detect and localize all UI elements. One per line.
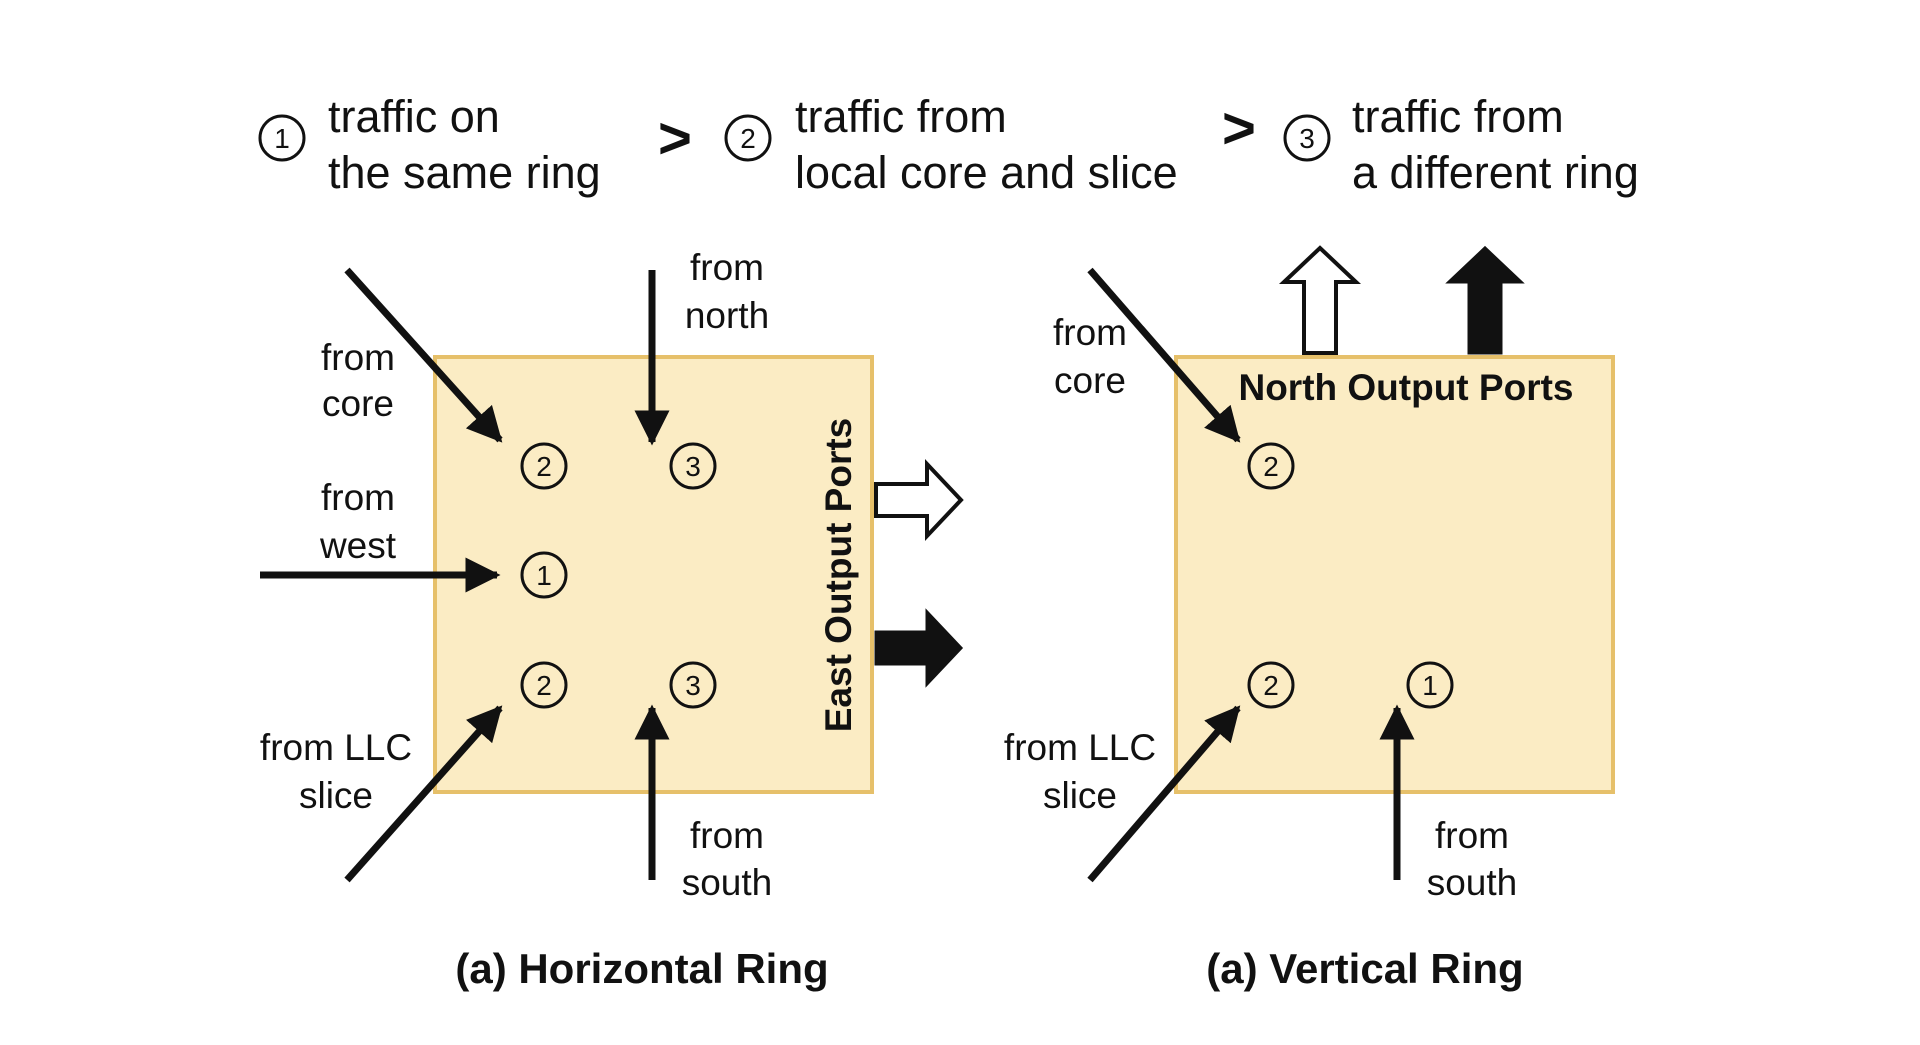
- node-core-number: 2: [536, 451, 552, 482]
- v-node-south: [1406, 661, 1454, 709]
- node-north-number: 3: [685, 451, 701, 482]
- v-node-llc-number: 2: [1263, 670, 1279, 701]
- legend-circle-2: [724, 114, 772, 162]
- v-label-from-south-a: from: [1435, 815, 1509, 856]
- v-label-from-south-b: south: [1427, 862, 1518, 903]
- legend: 1 traffic on the same ring > 2 traffic f…: [258, 91, 1639, 198]
- label-from-north-b: north: [685, 295, 769, 336]
- v-node-core-number: 2: [1263, 451, 1279, 482]
- label-from-north-a: from: [690, 247, 764, 288]
- horizontal-ring: East Output Ports 2 3 1 2 3 from core fr…: [260, 247, 964, 992]
- v-node-core: [1247, 442, 1295, 490]
- north-output-ports-label: North Output Ports: [1238, 367, 1573, 408]
- node-south: [669, 661, 717, 709]
- north-hollow-arrow-icon: [1278, 245, 1362, 355]
- node-north: [669, 442, 717, 490]
- legend-circle-3: [1283, 114, 1331, 162]
- node-core: [520, 442, 568, 490]
- node-llc: [520, 661, 568, 709]
- v-label-from-core-a: from: [1053, 312, 1127, 353]
- v-arrow-from-core: [1087, 267, 1241, 443]
- east-solid-arrow-icon: [874, 608, 964, 688]
- v-node-south-number: 1: [1422, 670, 1438, 701]
- legend-number-1: 1: [274, 123, 290, 154]
- label-from-south-a: from: [690, 815, 764, 856]
- vertical-ring-caption: (a) Vertical Ring: [1206, 945, 1523, 992]
- node-llc-number: 2: [536, 670, 552, 701]
- v-label-from-llc-a: from LLC: [1004, 727, 1156, 768]
- legend-number-2: 2: [740, 123, 756, 154]
- label-from-south-b: south: [682, 862, 773, 903]
- label-from-core-b: core: [322, 383, 394, 424]
- vertical-ring: North Output Ports 2 2 1 from core from …: [1004, 245, 1615, 992]
- label-from-west-a: from: [321, 477, 395, 518]
- arrow-from-llc: [344, 705, 503, 883]
- v-label-from-llc-b: slice: [1043, 775, 1117, 816]
- legend-text-3a: traffic from: [1352, 91, 1564, 142]
- legend-text-2b: local core and slice: [795, 147, 1178, 198]
- north-solid-arrow-icon: [1445, 245, 1525, 355]
- east-output-ports-label: East Output Ports: [818, 418, 859, 733]
- label-from-llc-a: from LLC: [260, 727, 412, 768]
- legend-text-2a: traffic from: [795, 91, 1007, 142]
- legend-separator-2: >: [1222, 96, 1256, 161]
- node-west: [520, 551, 568, 599]
- label-from-west-b: west: [319, 525, 397, 566]
- east-hollow-arrow-icon: [874, 458, 964, 542]
- legend-text-3b: a different ring: [1352, 147, 1639, 198]
- label-from-llc-b: slice: [299, 775, 373, 816]
- legend-circle-1: [258, 114, 306, 162]
- legend-separator-1: >: [658, 106, 692, 171]
- label-from-core-a: from: [321, 337, 395, 378]
- arrow-from-core: [344, 267, 503, 443]
- legend-text-1a: traffic on: [328, 91, 500, 142]
- legend-number-3: 3: [1299, 123, 1315, 154]
- v-node-llc: [1247, 661, 1295, 709]
- horizontal-ring-caption: (a) Horizontal Ring: [455, 945, 828, 992]
- node-south-number: 3: [685, 670, 701, 701]
- legend-text-1b: the same ring: [328, 147, 601, 198]
- v-label-from-core-b: core: [1054, 360, 1126, 401]
- node-west-number: 1: [536, 560, 552, 591]
- v-arrow-from-llc: [1087, 705, 1241, 883]
